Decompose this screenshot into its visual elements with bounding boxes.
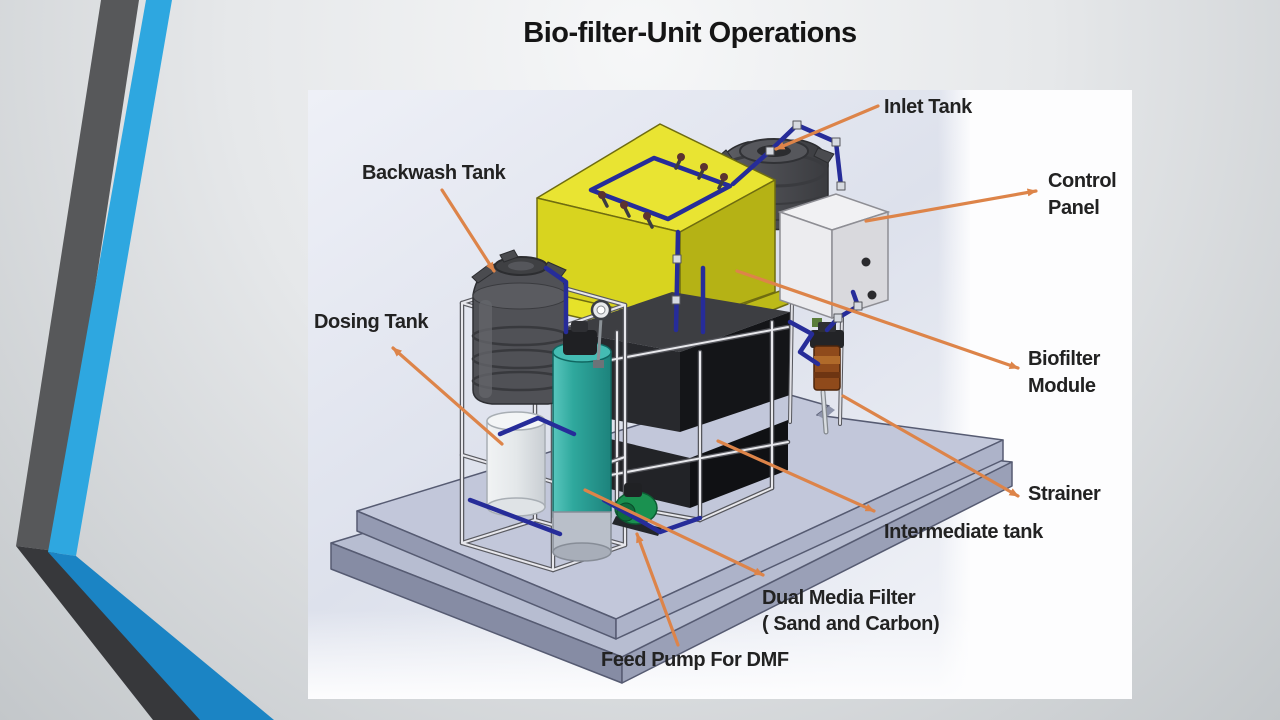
decor-stripes xyxy=(16,0,274,720)
dosing-tank-graphic xyxy=(486,411,546,517)
callout-arrows xyxy=(391,104,1038,647)
gray-stripe-upper xyxy=(16,0,139,551)
label-feed-pump: Feed Pump For DMF xyxy=(601,649,789,671)
pressure-gauge-graphic xyxy=(590,299,612,368)
feed-pump-graphic xyxy=(612,483,662,536)
label-dual-media-filter-line2: ( Sand and Carbon) xyxy=(762,613,939,635)
arrow-feed-pump xyxy=(635,532,680,647)
blue-stripe-upper xyxy=(48,0,172,556)
arrow-strainer xyxy=(841,394,1020,498)
blue-stripe-lower xyxy=(48,552,274,720)
label-intermediate-tank: Intermediate tank xyxy=(884,521,1044,543)
label-biofilter-module-line1: Biofilter xyxy=(1028,348,1101,370)
label-inlet-tank: Inlet Tank xyxy=(884,96,973,118)
label-dual-media-filter-line1: Dual Media Filter xyxy=(762,587,916,609)
module-frame xyxy=(597,319,791,523)
backwash-tank-graphic xyxy=(471,249,569,405)
arrow-control-panel xyxy=(864,188,1038,223)
label-dosing-tank: Dosing Tank xyxy=(314,311,429,333)
arrow-dual-media-filter xyxy=(583,488,765,577)
labels: Backwash Tank Inlet Tank Control Panel D… xyxy=(314,96,1117,671)
control-panel-graphic xyxy=(777,193,891,426)
piping xyxy=(467,120,863,537)
arrow-backwash-tank xyxy=(440,188,496,273)
dual-media-filter-graphic xyxy=(552,321,612,562)
diagram-image: Backwash Tank Inlet Tank Control Panel D… xyxy=(308,90,1132,699)
label-strainer: Strainer xyxy=(1028,483,1101,505)
label-biofilter-module-line2: Module xyxy=(1028,375,1096,397)
strainer-graphic xyxy=(810,318,844,435)
label-backwash-tank: Backwash Tank xyxy=(362,162,507,184)
label-control-panel-line1: Control xyxy=(1048,170,1116,192)
slide-title: Bio-filter-Unit Operations xyxy=(523,17,857,49)
arrow-biofilter-module xyxy=(735,269,1020,370)
arrow-inlet-tank xyxy=(774,104,880,151)
arrow-intermediate-tank xyxy=(716,439,876,513)
label-control-panel-line2: Panel xyxy=(1048,197,1099,219)
arrow-dosing-tank xyxy=(391,346,504,446)
